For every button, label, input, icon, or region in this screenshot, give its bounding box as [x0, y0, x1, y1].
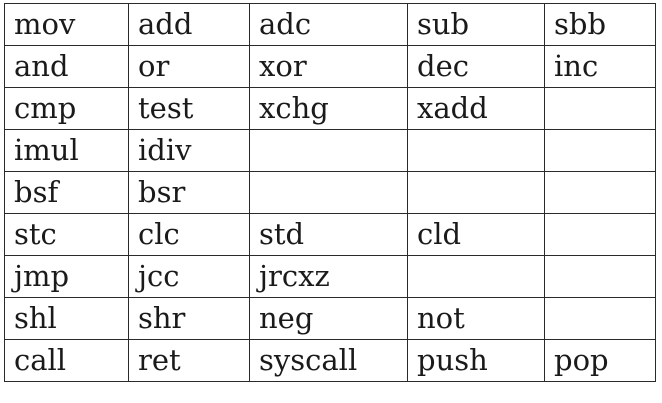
table-cell [544, 297, 656, 340]
table-cell [544, 87, 656, 130]
table-cell: jrcxz [249, 255, 408, 298]
table-row: bsf bsr [4, 171, 656, 214]
table-cell [407, 171, 545, 214]
table-cell: xchg [249, 87, 408, 130]
table-cell: clc [128, 213, 250, 256]
table-row: jmp jcc jrcxz [4, 255, 656, 298]
table-cell: xor [249, 45, 408, 88]
table-cell: inc [544, 45, 656, 88]
table-cell: neg [249, 297, 408, 340]
table-cell: cmp [4, 87, 129, 130]
table-cell: dec [407, 45, 545, 88]
table-cell: jcc [128, 255, 250, 298]
table-cell: not [407, 297, 545, 340]
table-row: call ret syscall push pop [4, 339, 656, 382]
table-cell [407, 129, 545, 172]
table-cell: stc [4, 213, 129, 256]
table-cell [249, 171, 408, 214]
table-cell: syscall [249, 339, 408, 382]
table-row: cmp test xchg xadd [4, 87, 656, 130]
table-row: stc clc std cld [4, 213, 656, 256]
table-cell: bsr [128, 171, 250, 214]
table-cell: shl [4, 297, 129, 340]
table-cell [544, 255, 656, 298]
table-cell [544, 171, 656, 214]
table-row: shl shr neg not [4, 297, 656, 340]
table-cell: call [4, 339, 129, 382]
table-row: imul idiv [4, 129, 656, 172]
table-cell [407, 255, 545, 298]
table-cell: adc [249, 3, 408, 46]
table-cell: push [407, 339, 545, 382]
table-cell: shr [128, 297, 250, 340]
table-cell: idiv [128, 129, 250, 172]
table-cell: imul [4, 129, 129, 172]
table-cell: ret [128, 339, 250, 382]
table-cell: or [128, 45, 250, 88]
table-cell: mov [4, 3, 129, 46]
table-cell: jmp [4, 255, 129, 298]
table-cell: sbb [544, 3, 656, 46]
table-cell [544, 213, 656, 256]
table-row: mov add adc sub sbb [4, 3, 656, 46]
table-cell: std [249, 213, 408, 256]
table-cell: pop [544, 339, 656, 382]
table-cell: add [128, 3, 250, 46]
table-row: and or xor dec inc [4, 45, 656, 88]
table-cell [544, 129, 656, 172]
table-cell: xadd [407, 87, 545, 130]
table-cell: sub [407, 3, 545, 46]
instruction-table: mov add adc sub sbb and or xor dec inc c… [4, 3, 656, 382]
table-cell: bsf [4, 171, 129, 214]
table-cell: test [128, 87, 250, 130]
table-cell: cld [407, 213, 545, 256]
table-cell: and [4, 45, 129, 88]
table-cell [249, 129, 408, 172]
